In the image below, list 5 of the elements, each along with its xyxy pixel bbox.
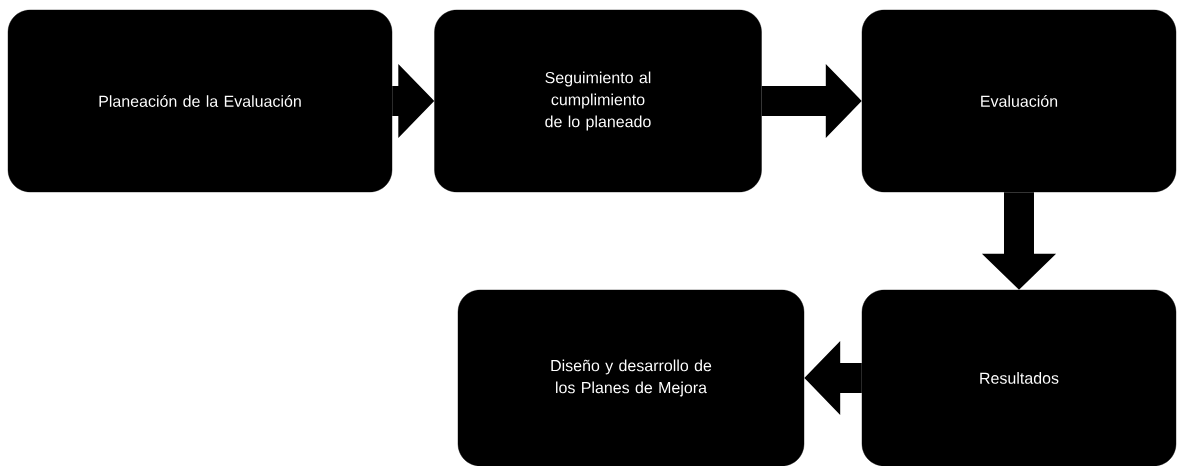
process-box: Resultados bbox=[861, 289, 1177, 466]
process-box: Seguimiento al cumplimiento de lo planeado bbox=[434, 9, 762, 193]
process-box: Planeación de la Evaluación bbox=[7, 9, 393, 193]
process-box: Evaluación bbox=[861, 9, 1177, 193]
process-box: Diseño y desarrollo de los Planes de Mejora bbox=[457, 289, 805, 466]
